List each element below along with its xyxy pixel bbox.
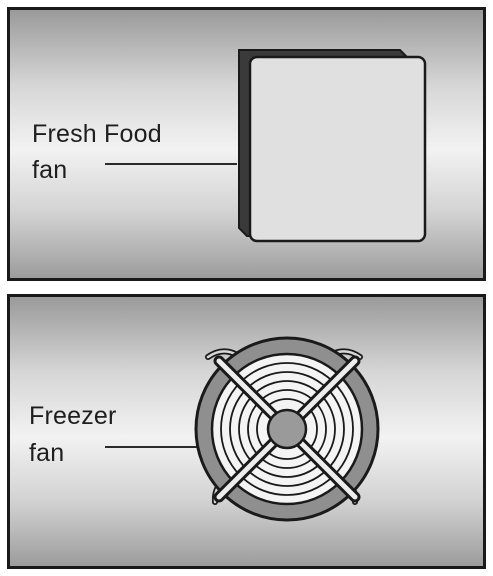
fresh-food-fan-cover: [238, 49, 427, 243]
fresh-food-fan-label-line2: fan: [32, 156, 68, 184]
fresh-food-cover-face: [248, 55, 427, 243]
freezer-panel: Freezer fan: [7, 294, 486, 569]
fresh-food-fan-label-line1: Fresh Food: [32, 120, 162, 148]
freezer-fan: [194, 336, 380, 522]
fan-guard-rings: [220, 362, 354, 496]
fresh-food-panel: Fresh Food fan: [7, 7, 486, 281]
freezer-leader-line: [105, 446, 223, 448]
freezer-fan-label-line1: Freezer: [29, 402, 117, 430]
fan-hub: [266, 408, 308, 450]
freezer-fan-label-line2: fan: [29, 439, 65, 467]
fresh-food-leader-line: [105, 163, 237, 165]
